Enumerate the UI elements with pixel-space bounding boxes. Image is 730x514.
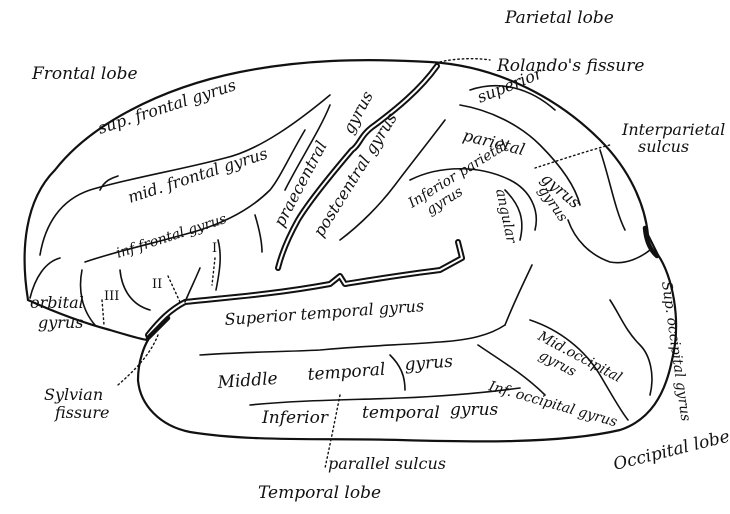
inferior-temporal-label-1: Inferior [261,408,329,428]
inferior-temporal-label-3: gyrus [450,400,499,420]
angular-label-1: angular [492,188,519,246]
sylvian-label-1: Sylvian [44,385,103,404]
middle-temporal-sub [390,355,405,390]
temporal-branch-up [505,265,532,325]
parietal-lobe-label: Parietal lobe [504,8,614,28]
leader-interparietal [535,145,610,168]
roman-numeral-two: II [152,277,162,292]
interparietal-label-2: sulcus [638,137,689,156]
parallel-sulcus-label: parallel sulcus [328,454,446,473]
middle-temporal-label-2: temporal [307,360,386,385]
sup-frontal-gyrus-label: sup. frontal gyrus [95,75,238,138]
sylvian-label-2: fissure [54,403,110,422]
middle-temporal-label-1: Middle [216,369,278,393]
orbital-contour [30,258,60,298]
occipital-contour [568,220,650,263]
inferior-temporal-label-2: temporal [362,403,440,423]
occipital-lobe-label: Occipital lobe [611,427,730,475]
sup-occipital-label: Sup. occipital gyrus [658,280,693,422]
parieto-occipital-branch [600,150,625,230]
inferior-frontal-sulcus [85,130,305,262]
leader-numeral-two [168,276,180,302]
frontal-branch-b [255,215,262,252]
superior-temporal-sulcus [200,325,505,355]
sylvian-ascending-ramus [185,268,200,302]
roman-numeral-one: I [212,241,217,256]
leader-rolando [440,59,490,62]
frontal-branch-e [120,270,150,310]
frontal-lobe-label: Frontal lobe [31,64,138,84]
middle-temporal-label-3: gyrus [404,352,454,375]
inf-occipital-label: Inf. occipital gyrus [486,378,619,430]
roman-numeral-three: III [104,289,119,304]
orbital-gyrus-label-2: gyrus [38,313,83,332]
superior-temporal-gyrus-label: Superior temporal gyrus [224,296,425,329]
leader-numeral-one [212,258,215,285]
temporal-lobe-label: Temporal lobe [258,483,381,503]
orbital-gyrus-label-1: orbital [30,293,84,312]
